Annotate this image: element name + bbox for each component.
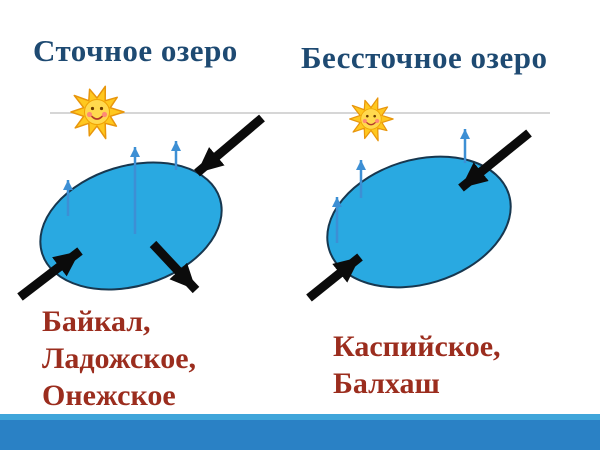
inflow-arrow-bottom [306, 253, 363, 302]
lake-ellipse [39, 161, 223, 291]
right-lake-examples: Каспийское, Балхаш [333, 328, 501, 402]
left-lake-group [17, 114, 265, 301]
label-line: Байкал, [42, 305, 151, 338]
sun-icon [349, 97, 394, 142]
left-lake-title: Сточное озеро [33, 33, 238, 68]
label-line: Онежское [42, 379, 176, 412]
left-lake-examples: Байкал, Ладожское, Онежское [42, 303, 196, 414]
label-line: Ладожское, [42, 342, 197, 375]
sun-icon [70, 85, 125, 140]
inflow-arrow-top [194, 114, 265, 177]
outflow-arrow [149, 240, 200, 294]
right-lake-group [306, 129, 532, 302]
footer-accent-stripe [0, 414, 600, 420]
footer-bar [0, 420, 600, 450]
right-lake-title: Бессточное озеро [301, 40, 548, 75]
label-line: Балхаш [333, 367, 440, 400]
label-line: Каспийское, [333, 330, 501, 363]
inflow-arrow-top [458, 129, 532, 192]
inflow-arrow-bottom [17, 247, 83, 301]
